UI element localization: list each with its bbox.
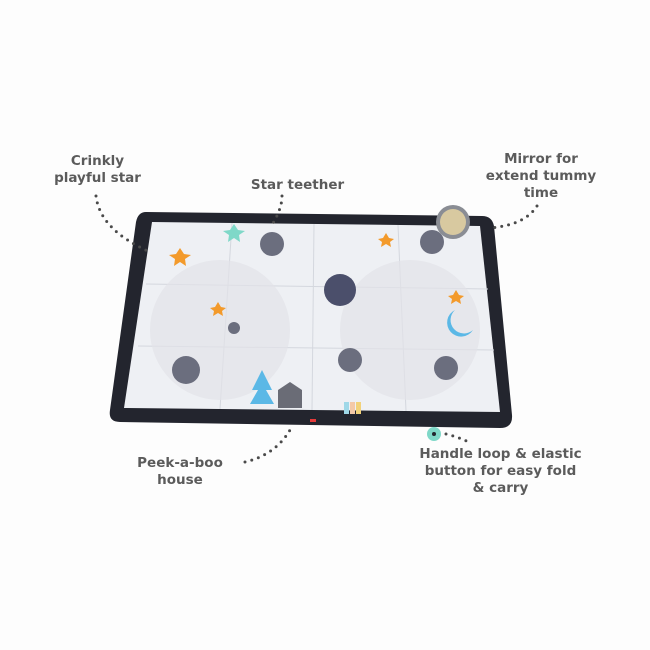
- crinkly-star-icon: [169, 248, 191, 266]
- callout-star-teether: Star teether: [250, 177, 345, 193]
- ribbon-tags: [310, 402, 361, 422]
- background-circle: [150, 260, 290, 400]
- star-teether-icon: [223, 224, 245, 242]
- callout-crinkly-star: Crinkly playful star: [54, 153, 141, 186]
- callout-line-crinkly: [94, 194, 152, 254]
- tree-icon: [250, 370, 274, 404]
- planet-icon: [324, 274, 356, 306]
- peekaboo-house-icon: [278, 382, 302, 408]
- callout-line-teether: [268, 194, 284, 230]
- callout-line-mirror: [488, 204, 539, 230]
- background-circle: [340, 260, 480, 400]
- callout-line-peekaboo: [243, 428, 292, 464]
- callout-handle-loop: Handle loop & elastic button for easy fo…: [419, 446, 582, 496]
- callout-peekaboo-house: Peek-a-boo house: [137, 455, 223, 488]
- star-decorations: [169, 233, 464, 316]
- callout-lines: [94, 194, 539, 464]
- animal-characters: [172, 230, 458, 384]
- moon-icon: [447, 310, 473, 337]
- callout-mirror: Mirror for extend tummy time: [485, 151, 597, 201]
- callout-line-handle: [444, 432, 474, 446]
